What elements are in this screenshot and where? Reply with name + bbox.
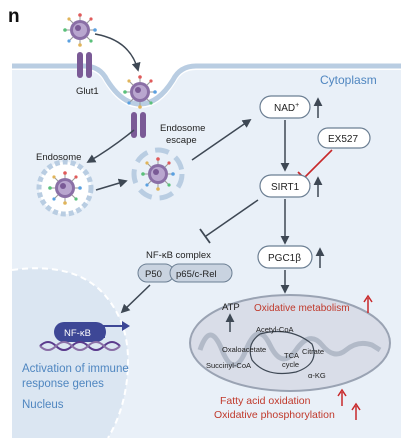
ex527-node (317, 127, 371, 149)
oxidative-phosphorylation-up-arrow (351, 402, 361, 420)
pgc1b-label: PGC1β (268, 253, 301, 264)
activation-label-1: Activation of immune (22, 363, 129, 375)
panel-label: n (8, 6, 20, 27)
gene-arrow-icon (103, 321, 130, 338)
endosome-escape-label-2: escape (166, 135, 197, 146)
p50-label: P50 (145, 269, 162, 280)
nuclear-envelope (11, 267, 130, 438)
nanoparticle-icon (47, 170, 83, 206)
cytoplasm-label: Cytoplasm (320, 73, 377, 87)
tca-label-1: TCA (284, 351, 299, 360)
atp-label: ATP (222, 302, 240, 313)
endosome-label: Endosome (36, 152, 81, 163)
nanoparticle-icon (122, 74, 158, 110)
sirt1-label: SIRT1 (271, 182, 300, 193)
oxidative-metabolism-label: Oxidative metabolism (254, 303, 350, 314)
dna-icon (39, 341, 121, 351)
succinyl-coa-label: Succinyl-CoA (206, 361, 251, 370)
oxidative-phosphorylation-label: Oxidative phosphorylation (214, 409, 335, 421)
endosome-escape-label-1: Endosome (160, 123, 205, 134)
pgc1b-node (257, 245, 313, 269)
ex527-label: EX527 (328, 134, 358, 145)
nad-label: NAD+ (274, 102, 299, 114)
nfkb-label: NF-κB (64, 328, 91, 339)
sirt1-node (259, 174, 311, 198)
nanoparticle-icon (62, 12, 98, 48)
nfkb-complex-label: NF-κB complex (146, 250, 211, 261)
nfkb-translocation-arrow (120, 284, 151, 314)
citrate-label: Citrate (302, 347, 324, 356)
nucleus-label: Nucleus (22, 399, 64, 411)
endocytosis-arrow (86, 129, 135, 163)
sirt1-nfkb-inhibition (199, 199, 259, 244)
glut1-label: Glut1 (76, 86, 99, 97)
glut1-transporter-icon (77, 52, 92, 78)
nfkb-nuclear (54, 322, 106, 342)
p65-label: p65/c-Rel (176, 269, 217, 280)
fatty-acid-oxidation-label: Fatty acid oxidation (220, 395, 311, 407)
mitochondrion-icon (189, 294, 391, 392)
akg-label: α-KG (308, 371, 326, 380)
oxaloacetate-label: Oxaloacetate (222, 345, 266, 354)
acetyl-coa-label: Acetyl-CoA (256, 325, 294, 334)
oxidative-metabolism-up-arrow (363, 294, 373, 313)
endosome-to-escape-arrow (95, 178, 128, 191)
nanoparticle-icon (140, 156, 176, 192)
escaping-endosome (131, 147, 185, 201)
tca-cycle (249, 331, 315, 375)
tca-label-2: cycle (282, 360, 299, 369)
nucleus-region (12, 268, 128, 438)
escape-to-nad-arrow (191, 118, 252, 161)
uptake-arrow (94, 33, 141, 72)
activation-label-2: response genes (22, 378, 104, 390)
fatty-acid-oxidation-up-arrow (337, 388, 347, 406)
p65-subunit (169, 263, 233, 283)
nad-node (259, 95, 311, 119)
